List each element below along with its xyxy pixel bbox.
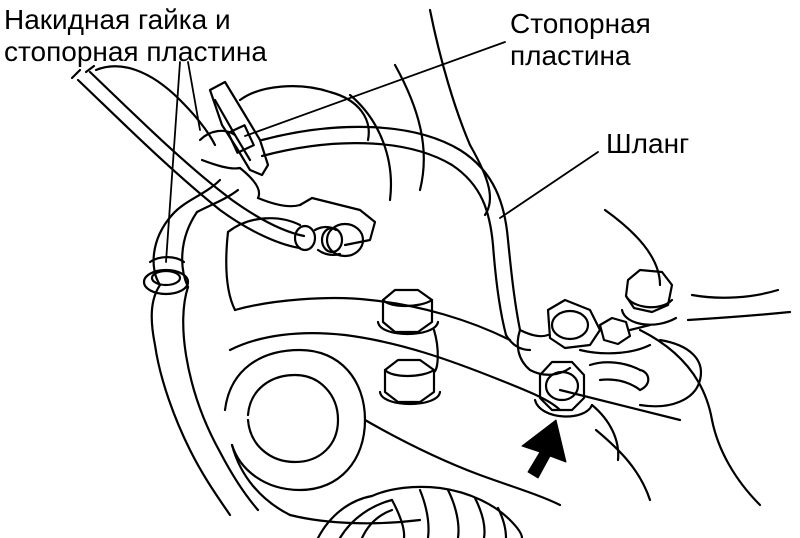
label-hose: Шланг (606, 128, 690, 159)
left-hose (142, 178, 260, 517)
main-hose (260, 125, 550, 352)
label-flare-nut-line1: Накидная гайка и (4, 4, 231, 35)
label-lock-plate: Стопорная пластина (510, 8, 651, 72)
brake-lines (70, 64, 306, 250)
upper-bracket (198, 80, 377, 258)
label-flare-nut-line2: стопорная пластина (4, 36, 267, 67)
bottom-boot (316, 485, 524, 538)
leader-lines (165, 41, 599, 263)
label-lock-plate-line1: Стопорная (510, 8, 651, 39)
knuckle-body (223, 217, 562, 525)
leader-lock-plate (244, 41, 506, 137)
leader-flare-nut-to-bracket (187, 61, 201, 131)
background-contours (238, 8, 792, 507)
leader-flare-nut-to-fitting (165, 61, 181, 263)
caliper-assembly (516, 268, 703, 462)
arrow-up-right-icon (521, 419, 567, 479)
leader-hose (499, 151, 599, 219)
label-flare-nut-and-lock-plate: Накидная гайка и стопорная пластина (4, 4, 267, 68)
label-lock-plate-line2: пластина (510, 40, 631, 71)
knuckle-bolts (376, 288, 442, 406)
